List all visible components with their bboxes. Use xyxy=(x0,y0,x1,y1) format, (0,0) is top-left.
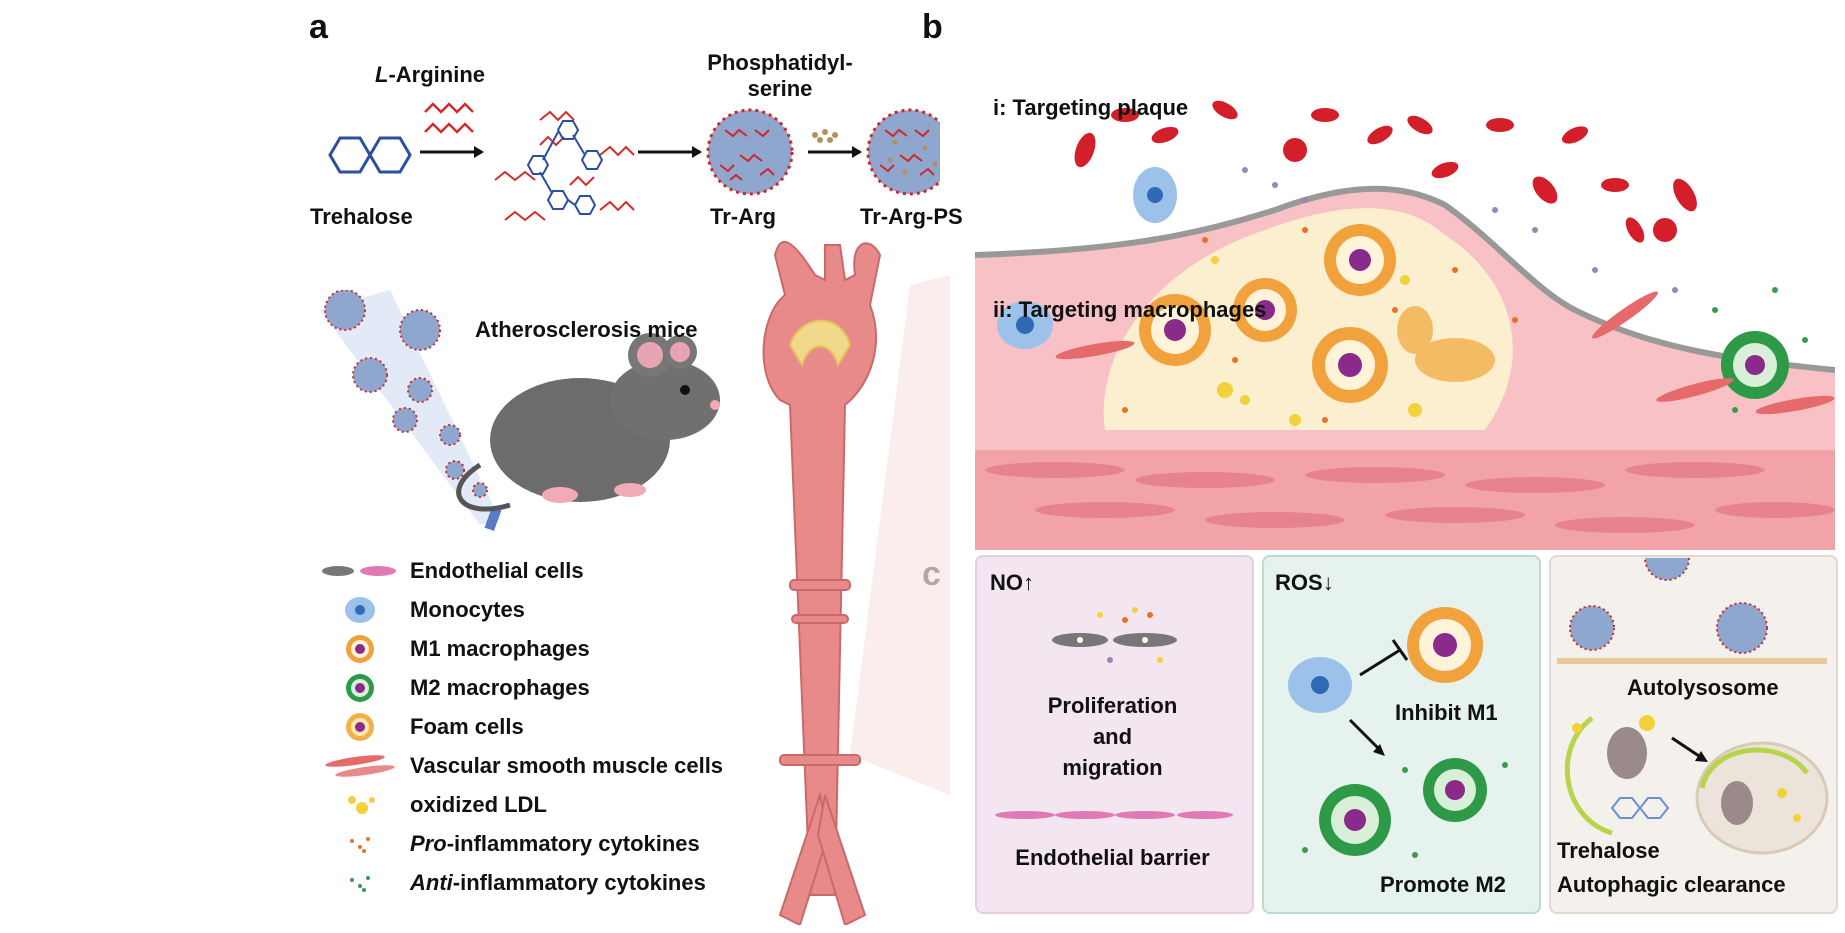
promote-m2-label: Promote M2 xyxy=(1380,872,1506,897)
oxidized-ldl-icon xyxy=(348,796,375,814)
atherosclerosis-mice-label: Atherosclerosis mice xyxy=(475,317,698,342)
endothelial-cells-icon xyxy=(322,566,396,576)
phosphatidylserine-dots-icon xyxy=(812,129,838,143)
tr-arg-nanoparticle-icon xyxy=(706,108,794,196)
plaque-core xyxy=(1103,208,1513,430)
targeting-macrophages-label: ii: Targeting macrophages xyxy=(993,297,1267,322)
m2-macrophages-icon xyxy=(346,674,374,702)
m1-macrophage-cells xyxy=(1139,224,1396,403)
proliferation-label: Proliferation and migration xyxy=(1047,693,1178,780)
macrophage-polarization-icon xyxy=(1288,607,1508,858)
legend-item: Monocytes xyxy=(345,595,525,625)
vascular-smooth-muscle-cells-icon xyxy=(325,755,395,777)
legend-item: Pro-inflammatory cytokines xyxy=(350,829,700,859)
monocyte-cells xyxy=(997,167,1177,349)
autophagy-icon xyxy=(1557,558,1829,855)
mouse-injection-scene xyxy=(320,290,720,532)
inhibit-m1-label: Inhibit M1 xyxy=(1395,700,1498,725)
autolysosome-label: Autolysosome xyxy=(1627,675,1779,700)
trehalose-c-label: Trehalose xyxy=(1557,838,1660,863)
up-arrow-icon: ↑ xyxy=(1023,570,1034,595)
legend-item: M2 macrophages xyxy=(346,673,590,703)
legend-item: M1 macrophages xyxy=(346,634,590,664)
down-arrow-icon: ↓ xyxy=(1322,570,1334,595)
m2-macrophage-cell xyxy=(1721,331,1789,399)
targeting-plaque-label: i: Targeting plaque xyxy=(993,95,1189,120)
polymer-network-icon xyxy=(494,110,635,222)
phosphatidylserine-label: Phosphatidyl- serine xyxy=(707,50,853,101)
trehalose-molecule-icon xyxy=(328,136,412,174)
tr-arg-ps-label: Tr-Arg-PS xyxy=(860,204,963,229)
foam-cell-debris xyxy=(1397,306,1495,382)
endothelial-barrier-label: Endothelial barrier xyxy=(1015,845,1210,870)
injected-nanoparticles xyxy=(324,290,488,498)
autophagic-clearance-label: Autophagic clearance xyxy=(1557,872,1786,897)
panel-c-no-box xyxy=(975,555,1254,914)
synthesis-scheme xyxy=(328,102,940,222)
legend-item: Vascular smooth muscle cells xyxy=(325,751,723,781)
panel-label-b: b xyxy=(922,8,943,46)
legend-item: Endothelial cells xyxy=(322,556,584,586)
arginine-chains-icon xyxy=(424,102,474,134)
trehalose-label: Trehalose xyxy=(310,204,413,229)
legend-item: Foam cells xyxy=(346,712,524,742)
smooth-muscle-cells xyxy=(1055,291,1835,415)
panel-c-ros-box xyxy=(1262,555,1541,914)
panel-label-a: a xyxy=(309,8,328,46)
anti-inflammatory-cytokines-icon xyxy=(350,876,370,892)
legend-item: Anti-inflammatory cytokines xyxy=(350,868,706,898)
foam-cells-icon xyxy=(346,713,374,741)
m1-macrophages-icon xyxy=(346,635,374,663)
endothelial-barrier-icon xyxy=(995,811,1233,819)
arginine-label: L-Arginine xyxy=(375,62,486,87)
endothelial-migration-icon xyxy=(1052,607,1177,663)
pro-inflammatory-cytokines-icon xyxy=(350,837,370,853)
plaque-illustration xyxy=(975,100,1835,550)
tr-arg-ps-nanoparticle-icon xyxy=(866,108,940,196)
aorta-illustration xyxy=(762,240,950,925)
red-blood-cells xyxy=(1074,100,1697,243)
no-label: NO↑ xyxy=(990,570,1034,595)
legend-item: oxidized LDL xyxy=(348,790,547,820)
syringe-icon xyxy=(484,506,502,532)
aortic-plaque xyxy=(788,319,852,368)
monocytes-icon xyxy=(345,597,375,623)
tr-arg-label: Tr-Arg xyxy=(710,204,776,229)
mouse-icon xyxy=(456,333,720,512)
ros-label: ROS↓ xyxy=(1275,570,1334,595)
